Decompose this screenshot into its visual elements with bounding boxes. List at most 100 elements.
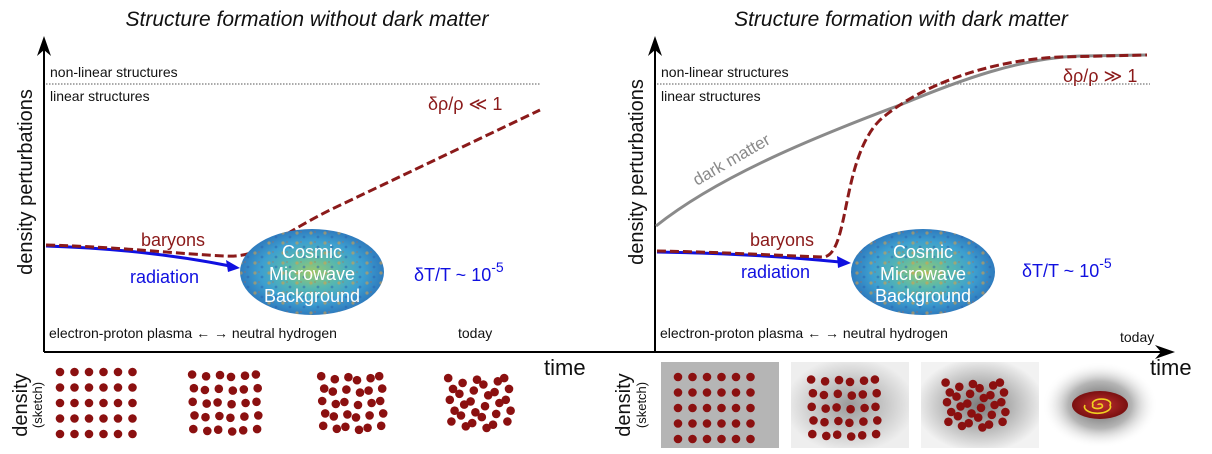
density-dot bbox=[351, 413, 361, 422]
density-dot bbox=[942, 397, 952, 407]
galaxy-sketch bbox=[1072, 391, 1128, 419]
density-dot bbox=[822, 431, 831, 441]
density-dot bbox=[376, 421, 386, 431]
density-dot bbox=[99, 383, 108, 392]
density-dot bbox=[55, 414, 65, 423]
density-dot bbox=[986, 390, 995, 400]
density-dot bbox=[806, 375, 816, 384]
density-dot bbox=[673, 434, 683, 444]
density-dot bbox=[240, 412, 249, 421]
density-dot bbox=[128, 429, 137, 439]
density-dot bbox=[113, 414, 123, 423]
density-dot bbox=[846, 404, 855, 414]
density-dot bbox=[187, 370, 197, 379]
density-dot bbox=[201, 372, 211, 381]
density-dot bbox=[366, 373, 375, 383]
left-cmb-line-3: Background bbox=[264, 286, 360, 306]
density-dot bbox=[328, 387, 338, 396]
density-dot bbox=[445, 395, 455, 405]
density-dot bbox=[731, 388, 741, 397]
density-dot bbox=[341, 422, 350, 432]
density-dot bbox=[503, 417, 512, 426]
density-dot bbox=[238, 426, 248, 435]
dark-matter-label: dark matter bbox=[690, 130, 774, 190]
left-linear-label: linear structures bbox=[50, 88, 150, 104]
density-dot bbox=[70, 398, 79, 408]
left-cmb-line-1: Cosmic bbox=[282, 242, 342, 262]
density-dot bbox=[252, 424, 262, 434]
density-dot bbox=[84, 367, 94, 377]
density-dot bbox=[834, 416, 843, 426]
density-dot bbox=[353, 400, 363, 410]
density-dot bbox=[808, 429, 817, 439]
density-dot bbox=[833, 389, 843, 399]
right-title: Structure formation with dark matter bbox=[734, 8, 1069, 31]
left-radiation-arrowhead bbox=[226, 260, 240, 272]
density-dot bbox=[253, 411, 263, 420]
density-dot bbox=[952, 392, 961, 401]
density-dot bbox=[317, 396, 327, 406]
density-dot bbox=[702, 372, 712, 382]
density-dot bbox=[354, 425, 364, 435]
density-dot bbox=[240, 371, 250, 381]
density-dot bbox=[975, 383, 984, 393]
density-dot bbox=[702, 403, 712, 413]
density-dot bbox=[673, 403, 683, 413]
density-dot bbox=[979, 393, 989, 403]
right-y-arrowhead bbox=[648, 36, 662, 56]
density-dot bbox=[859, 417, 868, 426]
density-dot bbox=[239, 385, 249, 394]
left-today-label: today bbox=[458, 325, 492, 341]
density-dot bbox=[978, 423, 987, 432]
right-ratio-label: δρ/ρ ≫ 1 bbox=[1063, 66, 1137, 86]
density-dot bbox=[378, 409, 388, 418]
density-dot bbox=[988, 381, 998, 390]
density-dot bbox=[973, 413, 983, 422]
x-axis-label: time bbox=[1150, 355, 1192, 380]
density-dot bbox=[955, 382, 964, 392]
density-dot bbox=[482, 423, 491, 433]
density-dot bbox=[377, 384, 387, 393]
density-dot bbox=[455, 389, 464, 399]
density-dot bbox=[55, 383, 65, 392]
density-dot bbox=[228, 386, 238, 395]
density-dot bbox=[213, 398, 222, 407]
density-dot bbox=[820, 377, 830, 386]
density-dot bbox=[946, 407, 956, 417]
density-dot bbox=[365, 411, 374, 420]
density-dot bbox=[200, 385, 210, 395]
right-density-sketches bbox=[673, 372, 1010, 444]
density-dot bbox=[113, 367, 123, 377]
right-panel: Structure formation with dark matter den… bbox=[544, 8, 1192, 448]
density-dot bbox=[128, 414, 137, 423]
density-dot bbox=[717, 419, 726, 428]
density-dot bbox=[702, 388, 712, 397]
density-dot bbox=[957, 421, 967, 431]
density-dot bbox=[113, 383, 123, 392]
density-dot bbox=[99, 429, 108, 439]
density-dot bbox=[499, 373, 509, 383]
density-dot bbox=[332, 424, 342, 434]
density-dot bbox=[945, 388, 955, 397]
density-dot bbox=[128, 367, 137, 377]
density-dot bbox=[964, 418, 973, 428]
density-dot bbox=[956, 402, 965, 411]
left-y-arrowhead bbox=[37, 36, 51, 56]
density-dot bbox=[318, 421, 328, 431]
density-dot bbox=[320, 409, 330, 418]
right-baryons-curve bbox=[656, 53, 1148, 259]
density-dot bbox=[808, 388, 818, 398]
density-dot bbox=[99, 367, 108, 377]
density-dot bbox=[55, 429, 65, 439]
density-dot bbox=[746, 434, 755, 444]
density-dot bbox=[490, 387, 499, 397]
density-dot bbox=[493, 377, 503, 386]
density-dot bbox=[717, 403, 726, 413]
density-dot bbox=[331, 399, 341, 409]
density-dot bbox=[987, 410, 997, 420]
density-dot bbox=[374, 371, 384, 381]
density-dot bbox=[443, 373, 453, 383]
density-dot bbox=[447, 417, 456, 426]
right-temp-label: δT/T ~ 10-5 bbox=[1022, 255, 1112, 281]
